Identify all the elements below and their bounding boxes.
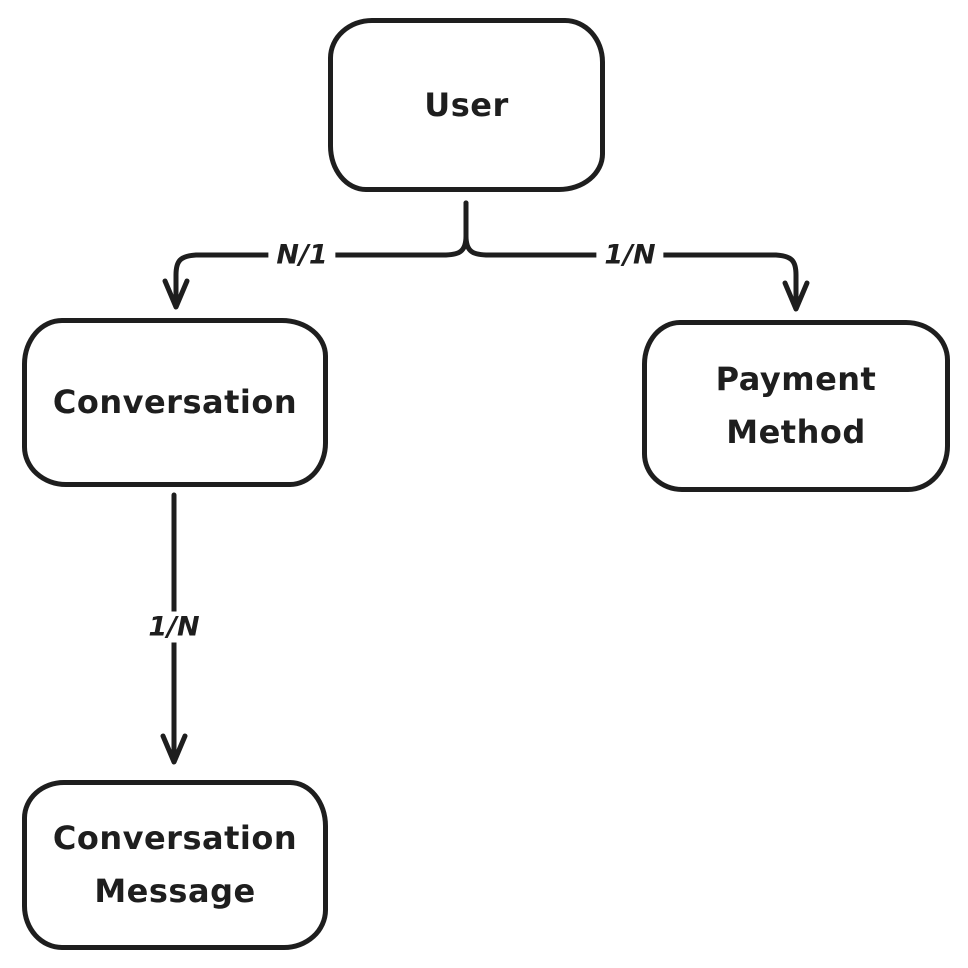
entity-conversation-message[interactable]: Conversation Message <box>22 780 328 950</box>
relationship-label-user-payment-method[interactable]: 1/N <box>596 239 664 271</box>
relationship-label-conversation-message[interactable]: 1/N <box>140 611 208 643</box>
arrowhead-down-icon <box>162 278 190 310</box>
arrowhead-down-icon <box>782 280 810 312</box>
entity-conversation[interactable]: Conversation <box>22 318 328 487</box>
entity-conversation-label: Conversation <box>52 383 298 422</box>
relationship-label-user-conversation[interactable]: N/1 <box>268 239 336 271</box>
entity-payment-method-label: Payment Method <box>715 360 877 451</box>
entity-payment-method[interactable]: Payment Method <box>642 320 950 492</box>
entity-conversation-message-label: Conversation Message <box>52 819 298 910</box>
arrowhead-down-icon <box>160 733 188 765</box>
entity-user-label: User <box>424 85 509 124</box>
entity-user[interactable]: User <box>328 18 605 192</box>
